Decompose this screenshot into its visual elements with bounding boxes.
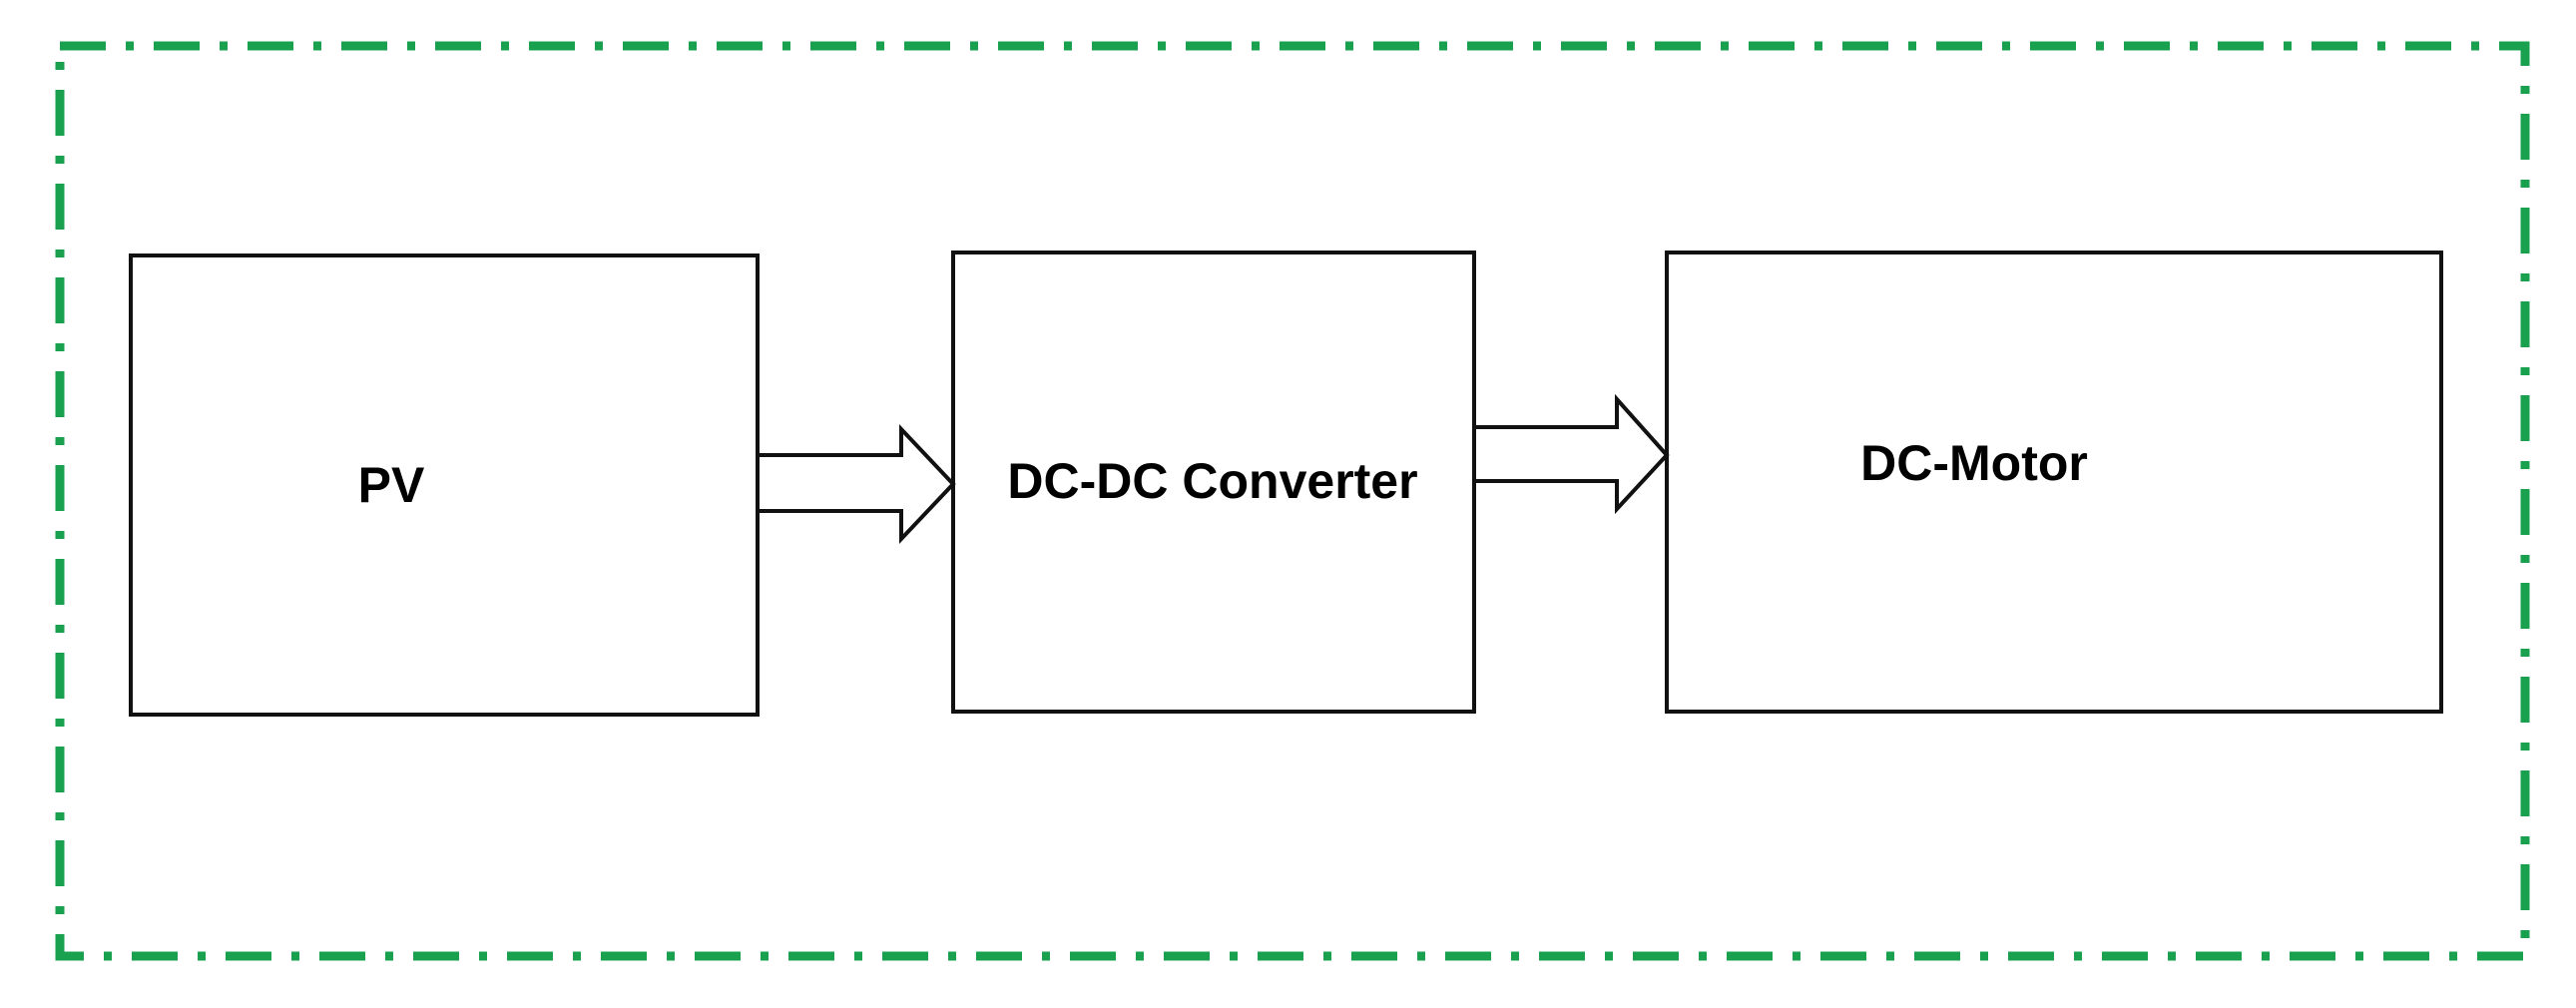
block-dc-dc-converter-box: [951, 251, 1476, 714]
block-dc-dc-converter-label: DC-DC Converter: [1007, 453, 1417, 509]
block-dc-motor-box: [1665, 251, 2443, 714]
arrow-converter-to-motor: [1472, 393, 1670, 515]
block-pv: PV: [129, 253, 760, 717]
block-dc-motor-label: DC-Motor: [1860, 435, 2088, 491]
block-dc-dc-converter: DC-DC Converter: [951, 251, 1476, 714]
block-pv-box: [129, 253, 760, 717]
block-pv-label: PV: [358, 457, 425, 513]
arrow-pv-to-converter: [756, 423, 956, 545]
system-boundary: [55, 41, 2530, 961]
block-dc-motor: DC-Motor: [1665, 251, 2443, 714]
